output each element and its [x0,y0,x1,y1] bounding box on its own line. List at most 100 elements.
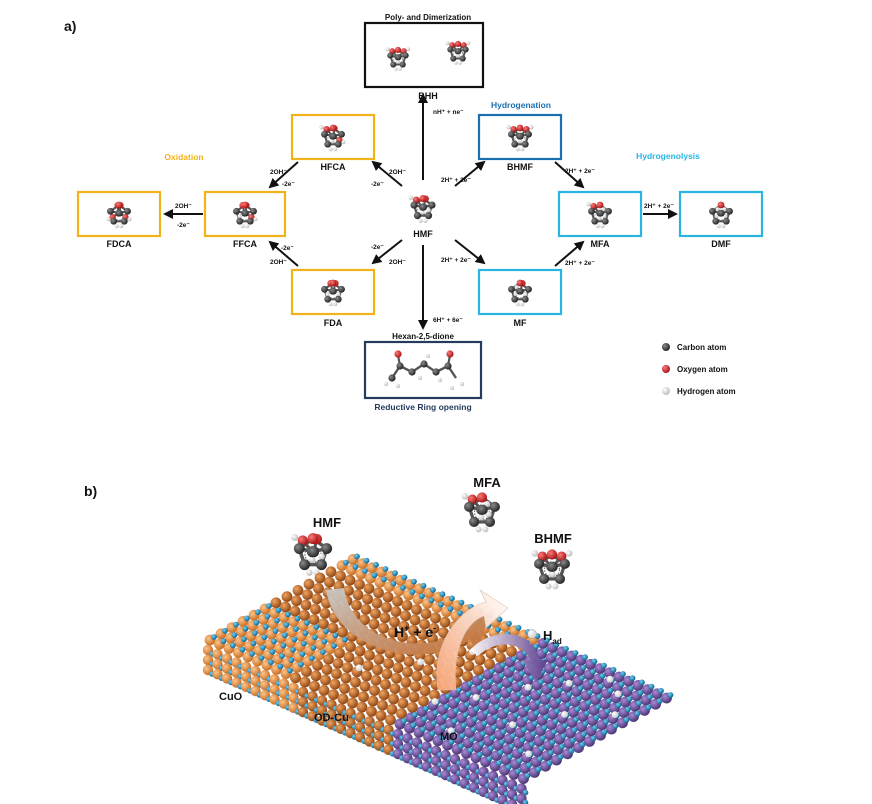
hydrogen-atom [484,500,491,507]
slab-oxygen [522,799,529,804]
slab-oxygen [560,666,566,673]
slab-oxygen [507,753,513,760]
slab-oxygen [538,679,544,685]
slab-oxygen [557,754,564,760]
slab-oxygen [255,609,261,616]
carbon-atom [233,207,240,215]
cond-fda-ffca-bot: 2OH⁻ [270,259,287,266]
slab-oxygen [590,668,596,675]
slab-oxygen [249,650,255,657]
hydrogen-atom [456,53,461,58]
hydrogen-atom [119,224,124,229]
cond-hfca-ffca-top: 2OH⁻ [270,169,287,176]
slab-oxygen [477,751,483,758]
hydrogen-atom [341,140,346,145]
slab-oxygen [480,730,486,737]
slab-oxygen [313,624,320,630]
label-fdca: FDCA [107,239,132,249]
slab-oxygen [277,663,284,670]
label-hfca: HFCA [321,162,346,172]
oxygen-atom [297,535,308,546]
h-ad-atom [606,675,614,683]
slab-oxygen [321,638,328,645]
slab-atom [290,672,301,684]
hydrogen-atom [529,125,534,130]
slab-atom [367,695,379,707]
mol-hexanedione [383,350,465,391]
hydrogen-atom [515,147,520,152]
slab-oxygen [606,698,612,704]
slab-oxygen [442,714,448,720]
slab-oxygen [268,659,274,666]
slab-oxygen [448,739,455,745]
hydrogen-atom [518,139,523,144]
slab-atom [417,629,429,640]
legend-carbon-label: Carbon atom [677,343,726,352]
slab-oxygen [478,674,484,681]
slab-oxygen [667,692,674,698]
hydrogen-atom [398,67,402,71]
hydrogen-atom [482,526,489,533]
slab-oxygen [598,683,604,690]
slab-atom [392,595,403,607]
slab-oxygen [373,561,379,568]
label-ffca: FFCA [233,239,257,249]
carbon-atom [525,285,532,293]
arrow-surface-to-products [436,589,509,691]
carbon-atom [559,558,570,569]
hydrogen-atom [309,556,316,563]
carbon-atom [554,573,566,585]
hydrogen-atom [127,217,132,222]
mol-hmf [408,194,436,223]
hydrogen-atom [721,224,726,229]
slab-atom [281,591,293,602]
oxygen-atom [590,203,597,210]
slab-oxygen [584,710,590,717]
slab-oxygen [279,653,285,659]
slab-oxygen [579,741,586,748]
slab-oxygen [533,710,540,717]
carbon-atom [330,132,337,140]
slab-oxygen [525,695,532,702]
mol-fdca [106,201,132,229]
slab-oxygen [252,630,258,636]
slab-oxygen [565,702,571,708]
slab-oxygen [549,739,556,746]
carbon-atom [588,207,595,215]
hydrogen-atom [396,59,401,64]
slab-atom [309,680,320,692]
mol-b-bhmf [531,549,573,590]
hydrogen-atom [586,202,591,207]
slab-atom [358,691,369,703]
cond-ffca-fdca-bot: -2e⁻ [177,222,190,229]
slab-oxygen [253,619,260,626]
carbon-atom [444,362,452,370]
carbon-atom [709,207,716,215]
slab-oxygen [302,630,309,637]
slab-atom [378,622,389,634]
slab-oxygen [566,691,573,698]
b-label-hmf: HMF [313,515,341,530]
slab-oxygen [472,716,478,723]
slab-oxygen [496,616,503,623]
carbon-atom [388,374,396,382]
slab-oxygen [412,711,418,718]
hydrogen-atom [520,302,525,307]
slab-oxygen [299,651,306,657]
hydrogen-atom [245,224,250,229]
slab-oxygen [420,726,426,733]
slab-oxygen [532,720,538,727]
oxygen-atom [241,201,249,209]
carbon-atom [712,217,720,225]
slab-atom [379,612,391,624]
slab-atom [381,668,393,680]
slab-oxygen [250,640,257,647]
slab-oxygen [505,697,511,704]
carbon-atom [601,217,609,225]
slab-oxygen [287,667,293,674]
slab-oxygen [571,660,577,667]
carbon-atom [120,217,128,225]
slab-oxygen [595,704,601,711]
slab-atom [392,662,404,674]
slab-oxygen [458,743,464,750]
